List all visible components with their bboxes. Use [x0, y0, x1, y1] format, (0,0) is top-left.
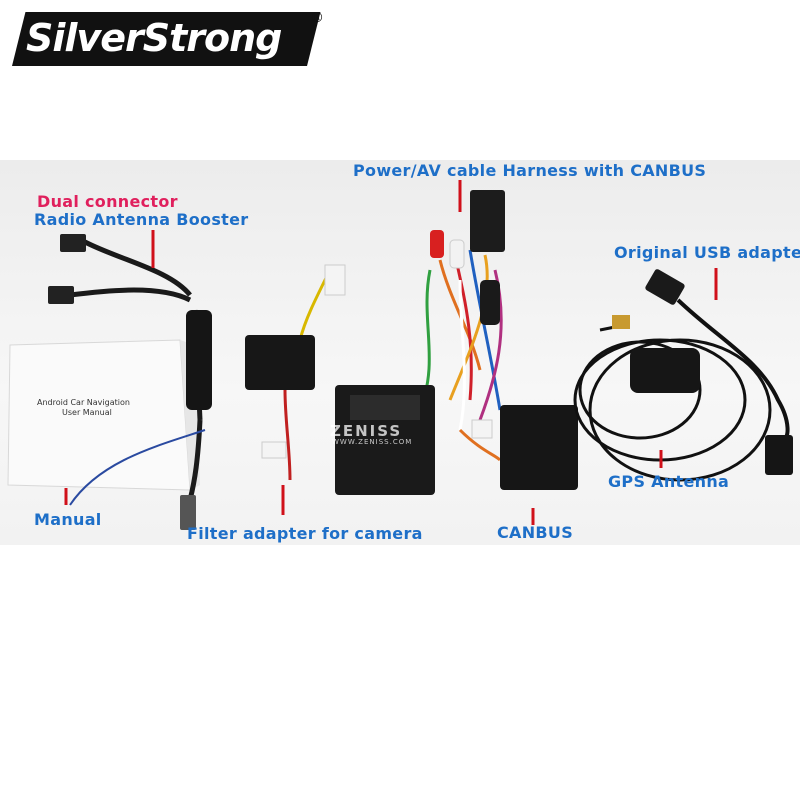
ferrite-core: [480, 280, 500, 325]
usb-socket: [765, 435, 793, 475]
booster-connector-2: [48, 286, 74, 304]
gps-gold-connector: [612, 315, 630, 329]
label-manual: Manual: [34, 510, 102, 529]
filter-adapter: [245, 264, 346, 481]
antenna-plug: [180, 495, 196, 530]
brand-logo: SilverStrong ®: [12, 8, 324, 70]
manual-cover-line2: User Manual: [62, 408, 112, 417]
booster-connector-1: [60, 234, 86, 252]
harness-main-connector: [470, 190, 505, 252]
watermark-url: WWW.ZENISS.COM: [332, 438, 413, 446]
rca-red: [430, 230, 444, 258]
product-illustration: [7, 180, 793, 530]
gps-puck: [630, 348, 700, 393]
label-pointers: [64, 180, 718, 525]
booster-module: [186, 310, 212, 410]
label-filter-adapter: Filter adapter for camera: [187, 524, 423, 543]
label-radio-antenna-booster: Radio Antenna Booster: [34, 210, 249, 229]
logo-text: SilverStrong: [26, 16, 282, 60]
label-dual-connector: Dual connector: [37, 192, 178, 211]
label-usb-adapter: Original USB adapter: [614, 243, 800, 262]
usb-plug: [645, 269, 685, 305]
watermark: ZENISS: [330, 422, 403, 440]
label-power-av-harness: Power/AV cable Harness with CANBUS: [353, 161, 707, 180]
manual-cover-line1: Android Car Navigation: [37, 398, 130, 407]
canbus-box: [458, 405, 578, 490]
rca-white: [449, 239, 465, 269]
product-photo: [0, 160, 800, 545]
registered-mark: ®: [310, 10, 324, 26]
gps-antenna: [573, 323, 772, 482]
usb-adapter-cable: [676, 298, 790, 442]
label-canbus: CANBUS: [497, 523, 574, 542]
label-gps-antenna: GPS Antenna: [608, 472, 730, 491]
